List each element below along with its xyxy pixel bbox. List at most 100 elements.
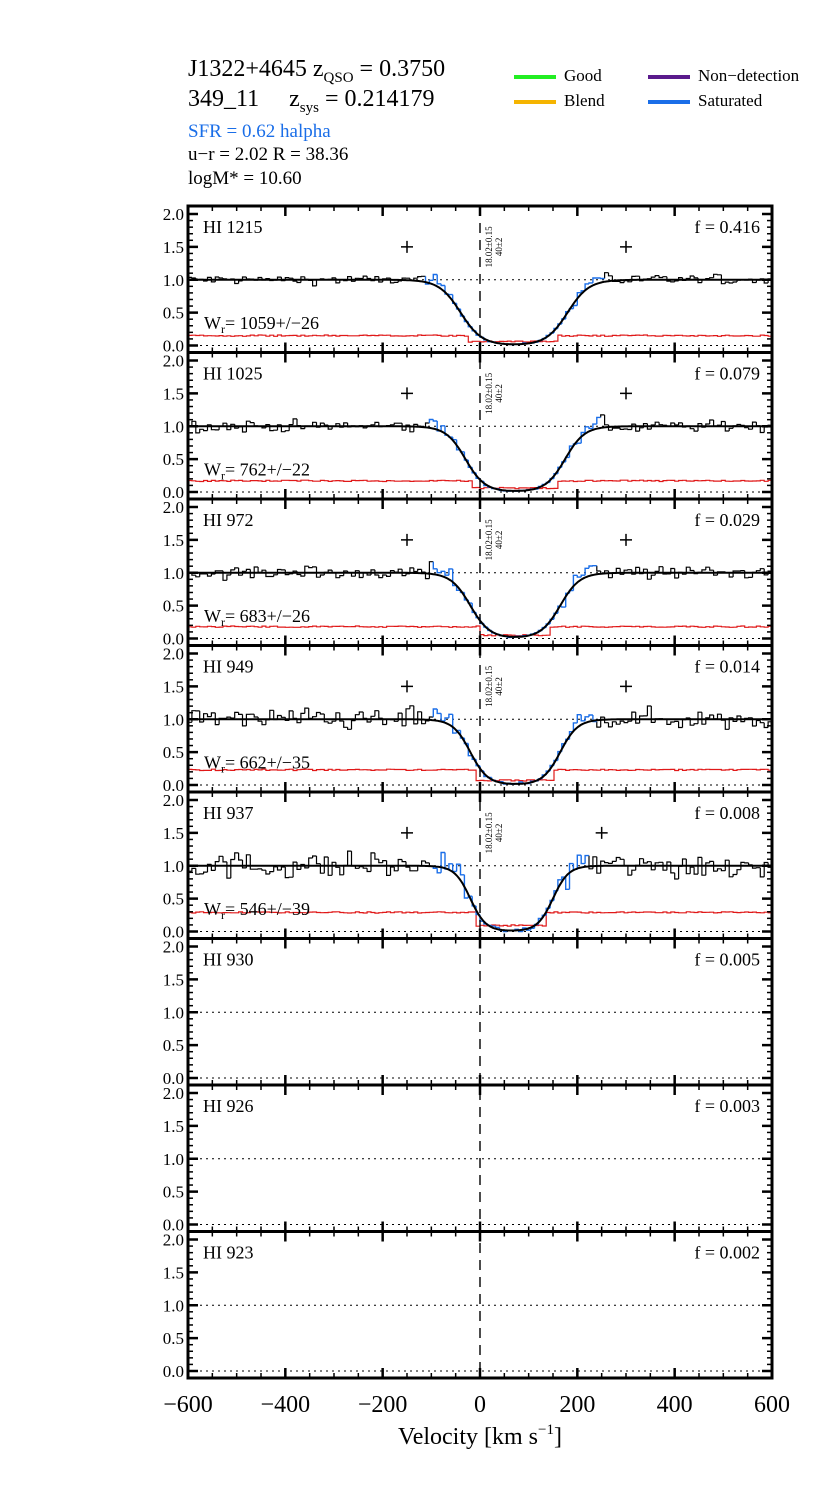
component-annotation: 18.02±0.1540±2 — [484, 519, 504, 560]
panel-line-label: HI 1025 — [203, 364, 263, 384]
y-tick-label: 0.0 — [163, 776, 184, 795]
x-tick-label: −400 — [261, 1392, 311, 1418]
flux-spectrum — [188, 705, 772, 730]
legend-nondetection-label: Non−detection — [698, 66, 800, 85]
legend-nondetection-swatch — [648, 75, 690, 80]
saturated-spectrum — [424, 273, 605, 346]
y-tick-label: 1.0 — [163, 271, 184, 290]
error-spectrum — [188, 625, 772, 637]
x-axis-label: Velocity [km s−1] — [398, 1422, 562, 1450]
component-annotation: 18.02±0.1540±2 — [484, 226, 504, 267]
saturated-spectrum — [432, 708, 597, 785]
y-tick-label: 0.0 — [163, 630, 184, 649]
panel-frame — [186, 1230, 774, 1380]
panel-f-value: f = 0.014 — [694, 657, 760, 677]
y-tick-label: 0.5 — [163, 450, 184, 469]
error-spectrum — [188, 768, 772, 782]
equivalent-width-label: Wr= 1059+/−26 — [204, 313, 319, 336]
panel-line-label: HI 972 — [203, 510, 254, 530]
zqso-value: = 0.3750 — [359, 56, 446, 82]
legend-saturated-swatch — [648, 100, 690, 105]
panel-line-label: HI 926 — [203, 1096, 254, 1116]
legend-nondetection: Non−detection — [648, 66, 799, 86]
y-tick-label: 1.5 — [163, 238, 184, 257]
y-tick-label: 1.5 — [163, 1263, 184, 1282]
qso-title: J1322+4645 zQSO = 0.3750 — [188, 56, 445, 87]
y-tick-label: 0.0 — [163, 1069, 184, 1088]
y-tick-label: 0.5 — [163, 743, 184, 762]
legend-good-swatch — [514, 75, 556, 80]
zsys-label: zsys — [289, 86, 319, 116]
y-tick-label: 0.5 — [163, 597, 184, 616]
equivalent-width-label: Wr= 762+/−22 — [204, 460, 310, 483]
y-tick-label: 1.5 — [163, 824, 184, 843]
legend-blend: Blend — [514, 91, 605, 111]
equivalent-width-label: Wr= 683+/−26 — [204, 606, 310, 629]
y-tick-label: 2.0 — [163, 1084, 184, 1103]
x-tick-label: −200 — [358, 1392, 408, 1418]
legend-blend-label: Blend — [564, 91, 605, 110]
y-tick-label: 1.0 — [163, 1296, 184, 1315]
y-tick-label: 1.5 — [163, 677, 184, 696]
y-tick-label: 0.5 — [163, 304, 184, 323]
panel-line-label: HI 937 — [203, 803, 254, 823]
saturated-spectrum — [428, 416, 601, 492]
y-tick-label: 2.0 — [163, 205, 184, 224]
y-tick-label: 0.0 — [163, 923, 184, 942]
panel-f-value: f = 0.003 — [694, 1096, 760, 1116]
y-tick-label: 1.5 — [163, 384, 184, 403]
galaxy-title: 349_11 zsys = 0.214179 — [188, 86, 435, 117]
y-tick-label: 0.0 — [163, 337, 184, 356]
y-tick-label: 1.0 — [163, 857, 184, 876]
y-tick-label: 0.0 — [163, 1362, 184, 1381]
voigt-model-line — [188, 864, 772, 932]
equivalent-width-label: Wr= 546+/−39 — [204, 899, 310, 922]
panel-line-label: HI 949 — [203, 657, 254, 677]
y-tick-label: 1.0 — [163, 1003, 184, 1022]
y-tick-label: 0.5 — [163, 890, 184, 909]
x-tick-label: 200 — [559, 1392, 595, 1418]
legend-good-label: Good — [564, 66, 602, 85]
panel-line-label: HI 923 — [203, 1243, 254, 1263]
legend-good: Good — [514, 66, 602, 86]
y-tick-label: 1.0 — [163, 417, 184, 436]
flux-spectrum — [188, 850, 772, 880]
panel-f-value: f = 0.002 — [694, 1243, 760, 1263]
voigt-model-line — [188, 278, 772, 346]
qso-name: J1322+4645 — [188, 56, 307, 82]
sfr-text: SFR = 0.62 halpha — [188, 121, 331, 142]
color-radius-text: u−r = 2.02 R = 38.36 — [188, 144, 349, 165]
component-annotation: 18.02±0.1540±2 — [484, 665, 504, 706]
x-tick-label: 0 — [474, 1392, 486, 1418]
equivalent-width-label: Wr= 662+/−35 — [204, 753, 310, 776]
component-annotation: 18.02±0.1540±2 — [484, 372, 504, 413]
y-tick-label: 2.0 — [163, 645, 184, 664]
y-tick-label: 1.5 — [163, 531, 184, 550]
legend-saturated-label: Saturated — [698, 91, 763, 110]
zqso-label: zQSO — [312, 56, 354, 86]
y-tick-label: 0.0 — [163, 1216, 184, 1235]
component-annotation: 18.02±0.1540±2 — [484, 812, 504, 853]
error-spectrum — [188, 479, 772, 490]
galaxy-id: 349_11 — [188, 86, 260, 112]
x-tick-label: 600 — [754, 1392, 790, 1418]
y-tick-label: 1.0 — [163, 1150, 184, 1169]
legend-blend-swatch — [514, 100, 556, 105]
panel-line-label: HI 1215 — [203, 217, 263, 237]
panel-f-value: f = 0.416 — [694, 217, 760, 237]
panel-f-value: f = 0.029 — [694, 510, 760, 530]
x-tick-label: 400 — [657, 1392, 693, 1418]
y-tick-label: 1.5 — [163, 970, 184, 989]
panel-f-value: f = 0.008 — [694, 803, 760, 823]
y-tick-label: 2.0 — [163, 938, 184, 957]
x-tick-label: −600 — [163, 1392, 213, 1418]
y-tick-label: 1.0 — [163, 564, 184, 583]
zsys-value: = 0.214179 — [324, 86, 435, 112]
y-tick-label: 2.0 — [163, 1231, 184, 1250]
y-tick-label: 2.0 — [163, 498, 184, 517]
error-spectrum — [188, 334, 772, 343]
y-tick-label: 0.5 — [163, 1183, 184, 1202]
y-tick-label: 1.5 — [163, 1117, 184, 1136]
y-tick-label: 1.0 — [163, 710, 184, 729]
